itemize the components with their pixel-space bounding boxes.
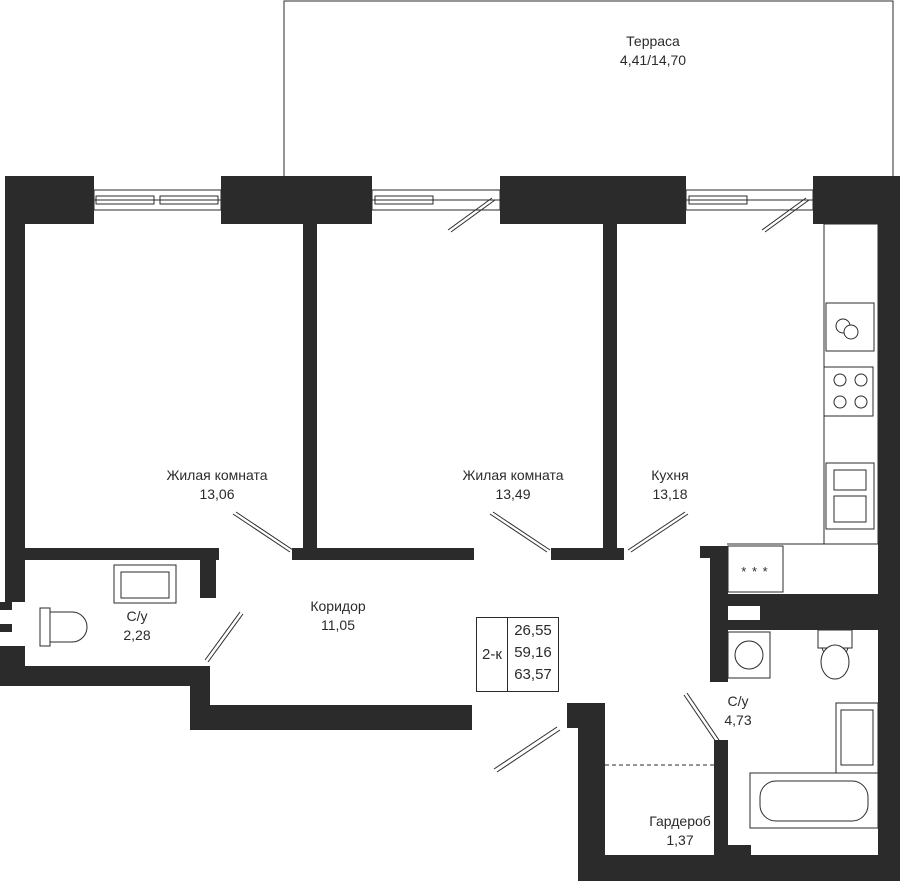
doors: [204, 197, 810, 773]
walls: [0, 176, 900, 881]
bathroom-1-label: С/у 2,28: [123, 607, 150, 645]
kitchen-area: 13,18: [652, 486, 688, 502]
bathroom-fixtures: [39, 564, 879, 829]
apartment-area-values: 26,55 59,16 63,57: [508, 620, 558, 686]
bathroom-2-label: С/у 4,73: [724, 692, 751, 730]
living-room-2-label: Жилая комната 13,49: [462, 466, 563, 504]
wardrobe-area: 1,37: [666, 832, 694, 848]
kitchen-fixtures: [727, 223, 879, 593]
hob-icon: [823, 366, 874, 417]
wardrobe-name: Гардероб: [649, 813, 711, 829]
corridor-area: 11,05: [320, 617, 355, 633]
stove-marks: * * *: [741, 564, 769, 579]
terrace-label: Терраса 4,41/14,70: [620, 32, 686, 70]
bathroom-1-name: С/у: [126, 608, 148, 624]
apartment-type: 2-к: [477, 618, 508, 691]
bathroom-2-area: 4,73: [724, 712, 752, 728]
terrace-area: 4,41/14,70: [619, 52, 687, 68]
apartment-area-box: 2-к 26,55 59,16 63,57: [476, 617, 559, 692]
total-area-with-terrace-value: 63,57: [514, 666, 552, 683]
stove-icon: [727, 545, 784, 593]
windows: [93, 189, 814, 211]
living-room-1-label: Жилая комната 13,06: [166, 466, 267, 504]
corridor-label: Коридор 11,05: [310, 597, 365, 635]
total-area-value: 59,16: [514, 644, 552, 661]
toilet-1: [39, 607, 51, 647]
living-room-1-name: Жилая комната: [166, 467, 268, 483]
bathroom-1-area: 2,28: [123, 627, 151, 643]
living-room-1-area: 13,06: [199, 486, 235, 502]
kitchen-name: Кухня: [651, 467, 689, 483]
terrace-outline: [283, 0, 894, 176]
living-room-2-name: Жилая комната: [462, 467, 564, 483]
terrace-name: Терраса: [626, 33, 680, 49]
kitchen-label: Кухня 13,18: [651, 466, 688, 504]
living-area-value: 26,55: [514, 622, 552, 639]
bathroom-2-name: С/у: [727, 693, 749, 709]
corridor-name: Коридор: [310, 598, 366, 614]
living-room-2-area: 13,49: [495, 486, 531, 502]
wardrobe-label: Гардероб 1,37: [649, 812, 711, 850]
